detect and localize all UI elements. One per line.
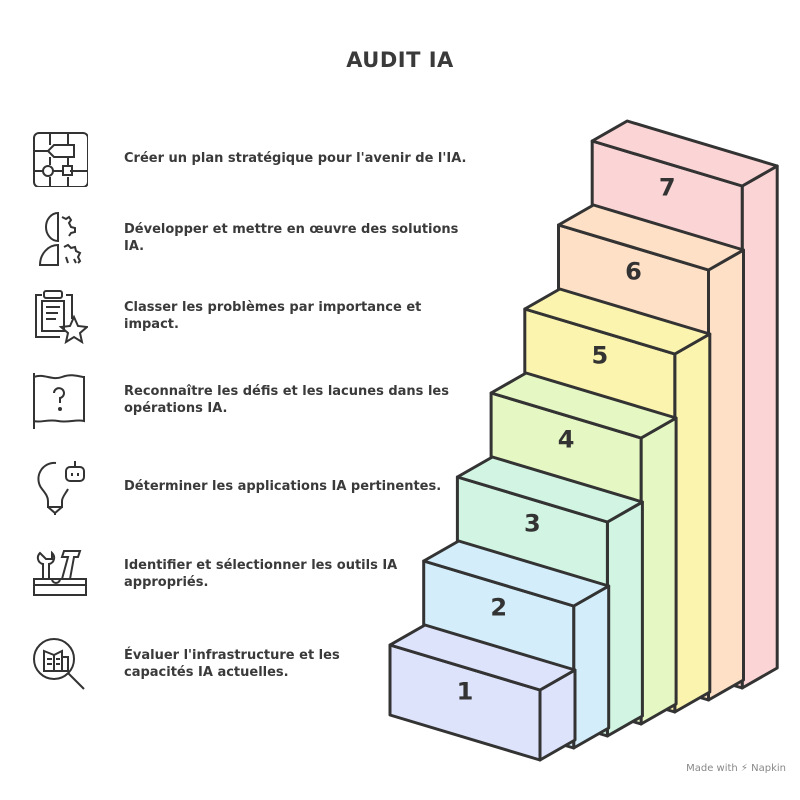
- step-7-row: Créer un plan stratégique pour l'avenir …: [30, 128, 470, 188]
- step-3-side-face: [605, 500, 644, 738]
- magnifier-building-icon: [33, 638, 85, 690]
- step-3-top-face: [455, 455, 644, 524]
- clipboard-star-icon: [35, 290, 88, 345]
- step-2-top-face: [422, 539, 611, 608]
- step-5-text: Classer les problèmes par importance et …: [124, 300, 422, 332]
- lightbulb-robot-icon: [37, 461, 85, 515]
- step-6-text: Développer et mettre en œuvre des soluti…: [124, 222, 459, 254]
- step-1-text: Évaluer l'infrastructure et les capacité…: [124, 648, 340, 680]
- step-7-text: Créer un plan stratégique pour l'avenir …: [124, 150, 467, 166]
- step-6-side-face: [707, 248, 745, 702]
- diagram-title: AUDIT IA: [346, 48, 454, 72]
- step-3-number: 3: [524, 510, 541, 538]
- step-2-side-face: [572, 584, 611, 750]
- step-5-top-face: [523, 287, 712, 356]
- step-7-side-face: [740, 164, 779, 690]
- step-4-top-face: [489, 371, 678, 440]
- step-1-top-face: [388, 623, 577, 692]
- step-5-number: 5: [591, 342, 608, 370]
- step-1-row: Évaluer l'infrastructure et les capacité…: [30, 634, 370, 694]
- step-6-row: Développer et mettre en œuvre des soluti…: [30, 208, 470, 268]
- step-6-number: 6: [625, 258, 642, 286]
- step-2-number: 2: [490, 594, 507, 622]
- question-flag-icon: [33, 373, 85, 429]
- strategy-flowchart-icon: [33, 132, 88, 187]
- step-4-text: Reconnaître les défis et les lacunes dan…: [124, 384, 449, 416]
- head-gears-icon: [38, 211, 82, 266]
- step-7-number: 7: [659, 174, 676, 202]
- toolbox-icon: [33, 550, 87, 596]
- napkin-watermark: Made with ⚡ Napkin: [686, 763, 786, 774]
- step-4-side-face: [639, 416, 678, 726]
- step-1-block: 1: [388, 623, 577, 762]
- step-5-row: Classer les problèmes par importance et …: [30, 286, 470, 346]
- step-2-row: Identifier et sélectionner les outils IA…: [30, 544, 470, 604]
- step-3-text: Déterminer les applications IA pertinent…: [124, 478, 442, 494]
- step-1-number: 1: [457, 678, 474, 706]
- step-4-number: 4: [558, 426, 575, 454]
- step-6-top-face: [557, 203, 745, 272]
- step-7-top-face: [590, 119, 779, 188]
- step-3-row: Déterminer les applications IA pertinent…: [30, 456, 470, 516]
- step-5-side-face: [673, 332, 712, 714]
- step-2-text: Identifier et sélectionner les outils IA…: [124, 558, 398, 590]
- step-4-row: Reconnaître les défis et les lacunes dan…: [30, 370, 470, 430]
